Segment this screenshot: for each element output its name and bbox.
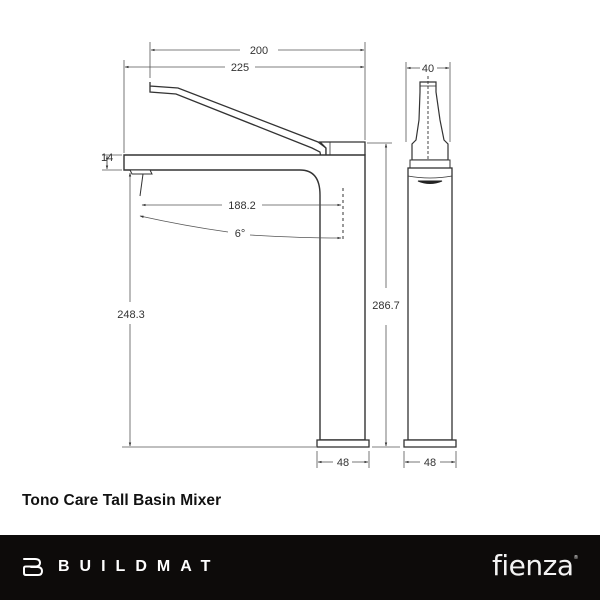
buildmat-b-icon bbox=[23, 558, 44, 576]
dim-overall-height: 286.7 bbox=[372, 300, 400, 312]
fienza-logo: fienza® bbox=[492, 549, 578, 582]
spout-body bbox=[123, 154, 366, 441]
side-view bbox=[123, 82, 370, 448]
dim-spout-thickness: 14 bbox=[101, 152, 113, 164]
buildmat-logo: BUILDMAT bbox=[22, 557, 220, 577]
base-plate-side bbox=[316, 439, 370, 448]
dim-lever-reach: 200 bbox=[250, 45, 268, 57]
dim-lever-width: 40 bbox=[422, 63, 434, 75]
front-dimensions bbox=[403, 62, 457, 468]
footer-bar: BUILDMAT fienza® bbox=[0, 535, 600, 600]
dim-spout-reach: 188.2 bbox=[228, 200, 256, 212]
body-front bbox=[407, 167, 453, 441]
registered-mark-icon: ® bbox=[573, 555, 579, 561]
buildmat-wordmark: BUILDMAT bbox=[58, 558, 221, 575]
base-plate-front bbox=[403, 439, 457, 448]
front-view bbox=[403, 76, 457, 448]
dim-base-width-front: 48 bbox=[424, 457, 436, 469]
product-title: Tono Care Tall Basin Mixer bbox=[22, 492, 222, 509]
fienza-wordmark: fienza bbox=[492, 549, 574, 582]
technical-drawing: 200 225 14 188.2 6° 248.3 286.7 40 48 48 bbox=[101, 42, 457, 469]
dim-spout-height: 248.3 bbox=[117, 309, 145, 321]
aerator bbox=[129, 169, 153, 175]
dim-overall-reach: 225 bbox=[231, 62, 249, 74]
lever-handle bbox=[149, 82, 327, 165]
dim-base-width-side: 48 bbox=[337, 457, 349, 469]
side-dimensions bbox=[102, 42, 400, 468]
dim-spout-angle: 6° bbox=[235, 228, 246, 240]
lever-front bbox=[411, 81, 449, 161]
aerator-front bbox=[417, 180, 443, 184]
